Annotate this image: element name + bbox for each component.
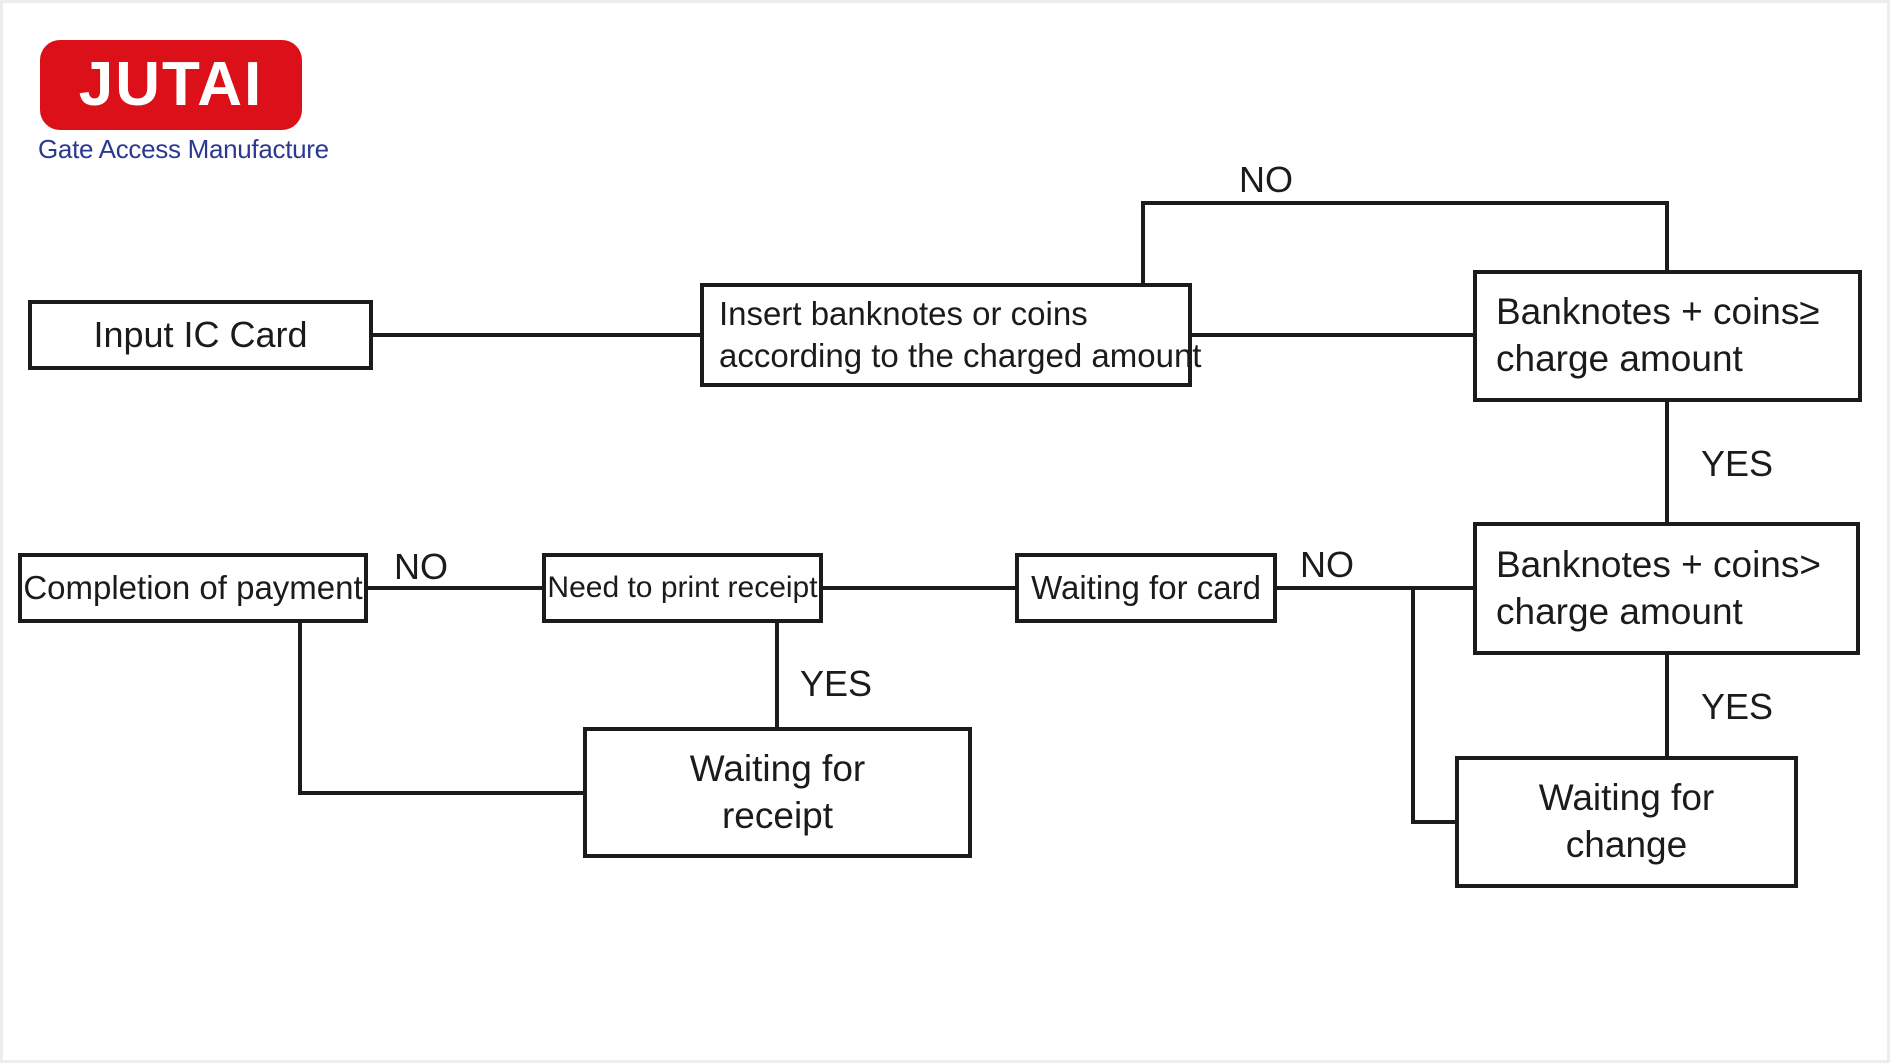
node-label: Input IC Card — [93, 314, 308, 356]
edge-label-no-top-loop: NO — [1239, 159, 1293, 200]
node-label-line1: Waiting for — [689, 747, 866, 789]
node-banknotes-coins-ge-charge: Banknotes + coins≥ charge amount — [1473, 270, 1862, 402]
node-label-line1: Insert banknotes or coins — [719, 295, 1088, 333]
edge-label-yes-change: YES — [1700, 686, 1774, 727]
node-banknotes-coins-gt-charge: Banknotes + coins> charge amount — [1473, 522, 1860, 655]
edge-label-no-completion: NO — [394, 546, 448, 587]
node-label-line1: Banknotes + coins≥ — [1496, 291, 1820, 333]
node-label: Need to print receipt — [547, 570, 818, 604]
node-completion-of-payment: Completion of payment — [18, 553, 368, 623]
node-label-line2: according to the charged amount — [719, 337, 1202, 374]
connector-card-no-to-change — [1411, 590, 1457, 824]
jutai-logo: JUTAI Gate Access Manufacture — [38, 40, 329, 165]
edge-label-yes-ge: YES — [1700, 443, 1774, 484]
jutai-logo-badge: JUTAI — [40, 40, 302, 130]
node-label-line2: charge amount — [1496, 590, 1743, 632]
connector-completion-to-receipt — [298, 623, 585, 795]
node-label-line2: receipt — [721, 794, 834, 836]
node-input-ic-card: Input IC Card — [28, 300, 373, 370]
node-label-line2: charge amount — [1496, 338, 1743, 379]
node-need-to-print-receipt: Need to print receipt — [542, 553, 823, 623]
node-label-line2: change — [1565, 824, 1688, 865]
jutai-tagline: Gate Access Manufacture — [38, 134, 329, 164]
node-waiting-for-receipt: Waiting for receipt — [583, 727, 972, 858]
jutai-brand-text: JUTAI — [78, 50, 264, 119]
node-label: Waiting for card — [1031, 569, 1261, 607]
edge-label-no-card: NO — [1300, 544, 1354, 585]
node-waiting-for-card: Waiting for card — [1015, 553, 1277, 623]
connector-no-loop-top — [1141, 201, 1669, 283]
node-insert-banknotes: Insert banknotes or coins according to t… — [700, 283, 1201, 387]
node-label: Completion of payment — [23, 569, 363, 607]
node-label-line1: Banknotes + coins> — [1496, 543, 1821, 585]
node-waiting-for-change: Waiting for change — [1455, 756, 1798, 888]
edge-label-yes-receipt: YES — [799, 663, 873, 704]
node-label-line1: Waiting for — [1538, 777, 1715, 819]
